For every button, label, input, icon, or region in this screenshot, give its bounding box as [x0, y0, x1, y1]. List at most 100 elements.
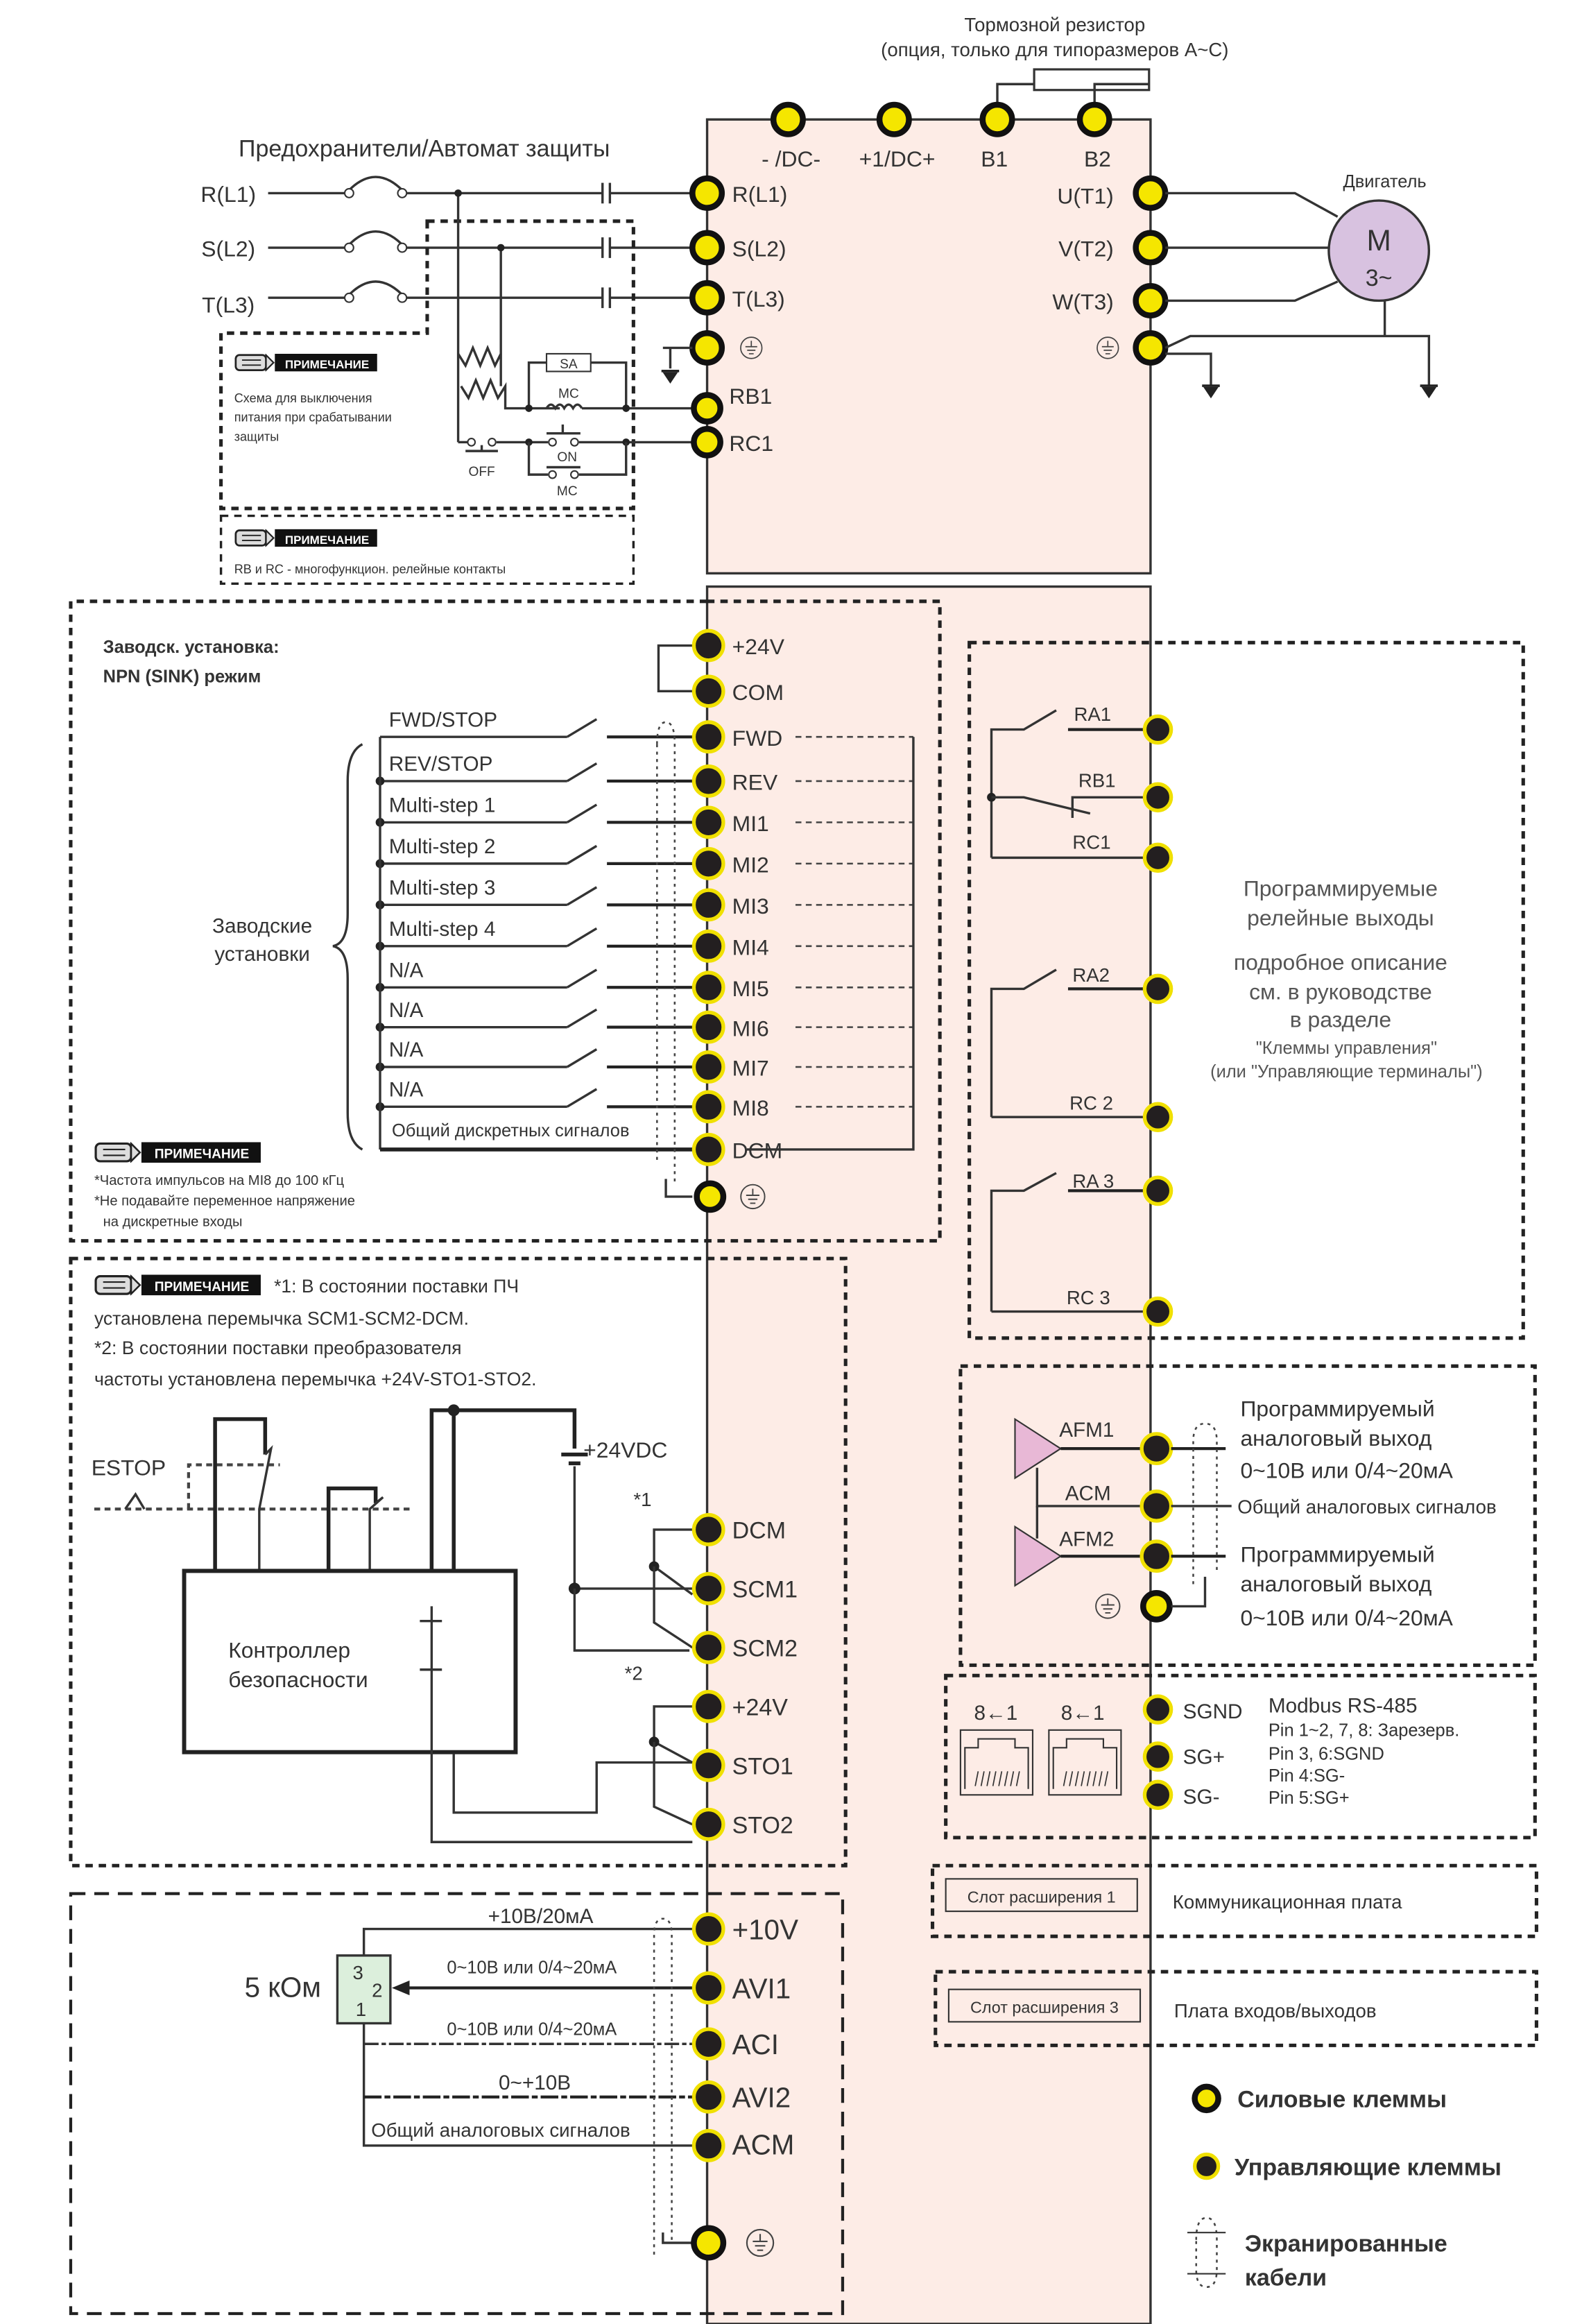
- terminal-plus10v[interactable]: [691, 1912, 725, 1946]
- note-badge: ПРИМЕЧАНИЕ: [285, 533, 369, 547]
- terminal-com[interactable]: [691, 674, 725, 708]
- terminal-avi2[interactable]: [691, 2080, 725, 2114]
- terminal-dcm[interactable]: [691, 1133, 725, 1166]
- terminal-sgnd[interactable]: [1142, 1694, 1173, 1725]
- terminal-mi6[interactable]: [691, 1010, 725, 1044]
- analog-inputs-box: [69, 1892, 845, 2316]
- terminal-sg-plus[interactable]: [1142, 1741, 1173, 1772]
- input-switch[interactable]: [566, 762, 598, 783]
- input-switch[interactable]: [566, 718, 598, 738]
- mc-coil-label: MC: [558, 387, 579, 402]
- label-rc2: RC 2: [1069, 1093, 1113, 1114]
- terminal-fwd[interactable]: [691, 720, 725, 754]
- terminal-rc2[interactable]: [1142, 1102, 1173, 1132]
- legend-power-terminal-icon: [1192, 2083, 1221, 2114]
- pot-pin-3: 3: [352, 1962, 363, 1983]
- motor-outputs: U(T1) V(T2) W(T3): [1052, 175, 1169, 366]
- terminal-avi1[interactable]: [691, 1971, 725, 2005]
- label-sg-plus: SG+: [1183, 1746, 1225, 1769]
- terminal-b2[interactable]: [1076, 101, 1112, 137]
- rs485-desc: Pin 4:SG-: [1268, 1766, 1345, 1786]
- svg-text:см. в руководстве: см. в руководстве: [1249, 979, 1432, 1004]
- terminal-rb1-ctrl[interactable]: [1142, 782, 1173, 813]
- terminal-w-t3[interactable]: [1133, 282, 1169, 318]
- terminal-sto2[interactable]: [691, 1807, 725, 1841]
- terminal-plus24v[interactable]: [691, 629, 725, 663]
- input-switch[interactable]: [566, 886, 598, 906]
- terminal-mi4[interactable]: [691, 929, 725, 963]
- input-switch[interactable]: [566, 1008, 598, 1029]
- terminal-dcm-sto[interactable]: [691, 1513, 725, 1546]
- rj45-port-1[interactable]: [959, 1729, 1034, 1796]
- terminal-aci[interactable]: [691, 2027, 725, 2061]
- terminal-sg-minus[interactable]: [1142, 1779, 1173, 1811]
- jumper-mark-1: *1: [633, 1489, 651, 1510]
- terminal-r-l1[interactable]: [689, 175, 725, 211]
- port-label: 8←1: [974, 1702, 1017, 1725]
- jumper-mark-2: *2: [625, 1663, 643, 1684]
- rj45-port-2[interactable]: [1048, 1729, 1122, 1796]
- terminal-mi8[interactable]: [691, 1090, 725, 1124]
- legend-shield-label-2: кабели: [1245, 2265, 1327, 2291]
- terminal-ra2[interactable]: [1142, 973, 1173, 1005]
- input-switch[interactable]: [566, 844, 598, 865]
- factory-label-2: установки: [214, 943, 310, 966]
- terminal-rc1-ctrl[interactable]: [1142, 842, 1173, 873]
- slot-1-label-box: [945, 1878, 1138, 1913]
- terminal-mi5[interactable]: [691, 971, 725, 1005]
- afm1-desc: Программируемый: [1240, 1396, 1434, 1421]
- terminal-s-l2[interactable]: [689, 230, 725, 266]
- note-badge: ПРИМЕЧАНИЕ: [155, 1280, 249, 1295]
- terminal-ra1[interactable]: [1142, 714, 1173, 745]
- terminal-afm1[interactable]: [1140, 1432, 1173, 1466]
- motor-title: Двигатель: [1343, 172, 1427, 191]
- terminal-dc-plus[interactable]: [876, 101, 912, 137]
- note-badge: ПРИМЕЧАНИЕ: [155, 1147, 249, 1162]
- terminal-acm-in[interactable]: [691, 2128, 725, 2162]
- terminal-ra3[interactable]: [1142, 1175, 1173, 1206]
- afm1-amplifier: [1014, 1417, 1063, 1480]
- terminal-rev[interactable]: [691, 764, 725, 798]
- terminal-rc3[interactable]: [1142, 1296, 1173, 1327]
- input-function-label: Multi-step 4: [389, 918, 496, 941]
- input-switch[interactable]: [566, 803, 598, 823]
- terminal-ground-in[interactable]: [689, 330, 725, 366]
- terminal-rc1[interactable]: [691, 426, 723, 459]
- terminal-u-t1[interactable]: [1133, 175, 1169, 211]
- terminal-mi3[interactable]: [691, 888, 725, 922]
- terminal-mi1[interactable]: [691, 805, 725, 839]
- terminal-acm-out[interactable]: [1140, 1489, 1173, 1523]
- input-terminal-label: MI5: [732, 976, 769, 1001]
- input-switch[interactable]: [566, 968, 598, 989]
- relay-outputs-box: [968, 640, 1525, 1340]
- input-switch[interactable]: [566, 1048, 598, 1068]
- pot-pin-1: 1: [356, 1999, 366, 2020]
- terminal-ground-ai[interactable]: [691, 2225, 727, 2261]
- label-ra3: RA 3: [1072, 1170, 1114, 1192]
- input-switch[interactable]: [566, 927, 598, 948]
- safety-controller-label-2: безопасности: [228, 1667, 368, 1692]
- terminal-sto1[interactable]: [691, 1748, 725, 1782]
- slot-3-box: [934, 1970, 1538, 2047]
- note-badge: ПРИМЕЧАНИЕ: [285, 358, 369, 371]
- terminal-ground-di[interactable]: [694, 1180, 727, 1213]
- terminal-scm2[interactable]: [691, 1630, 725, 1664]
- slot-3-label: Слот расширения 3: [970, 1999, 1119, 2017]
- terminal-mi2[interactable]: [691, 846, 725, 880]
- terminal-dc-minus[interactable]: [770, 101, 806, 137]
- rs485-box: [944, 1673, 1537, 1840]
- terminal-ground-ao[interactable]: [1140, 1590, 1173, 1623]
- terminal-ground-out[interactable]: [1133, 330, 1169, 366]
- input-switch[interactable]: [566, 1088, 598, 1108]
- terminal-t-l3[interactable]: [689, 280, 725, 316]
- input-terminal-label: MI3: [732, 894, 769, 919]
- terminal-rb1[interactable]: [691, 392, 723, 425]
- terminal-mi7[interactable]: [691, 1050, 725, 1084]
- terminal-b1[interactable]: [979, 101, 1015, 137]
- safety-controller: [182, 1569, 518, 1754]
- sto-note-line: установлена перемычка SCM1-SCM2-DCM.: [94, 1308, 469, 1329]
- terminal-afm2[interactable]: [1140, 1539, 1173, 1573]
- terminal-plus24v-sto[interactable]: [691, 1689, 725, 1723]
- terminal-scm1[interactable]: [691, 1572, 725, 1605]
- terminal-v-t2[interactable]: [1133, 230, 1169, 266]
